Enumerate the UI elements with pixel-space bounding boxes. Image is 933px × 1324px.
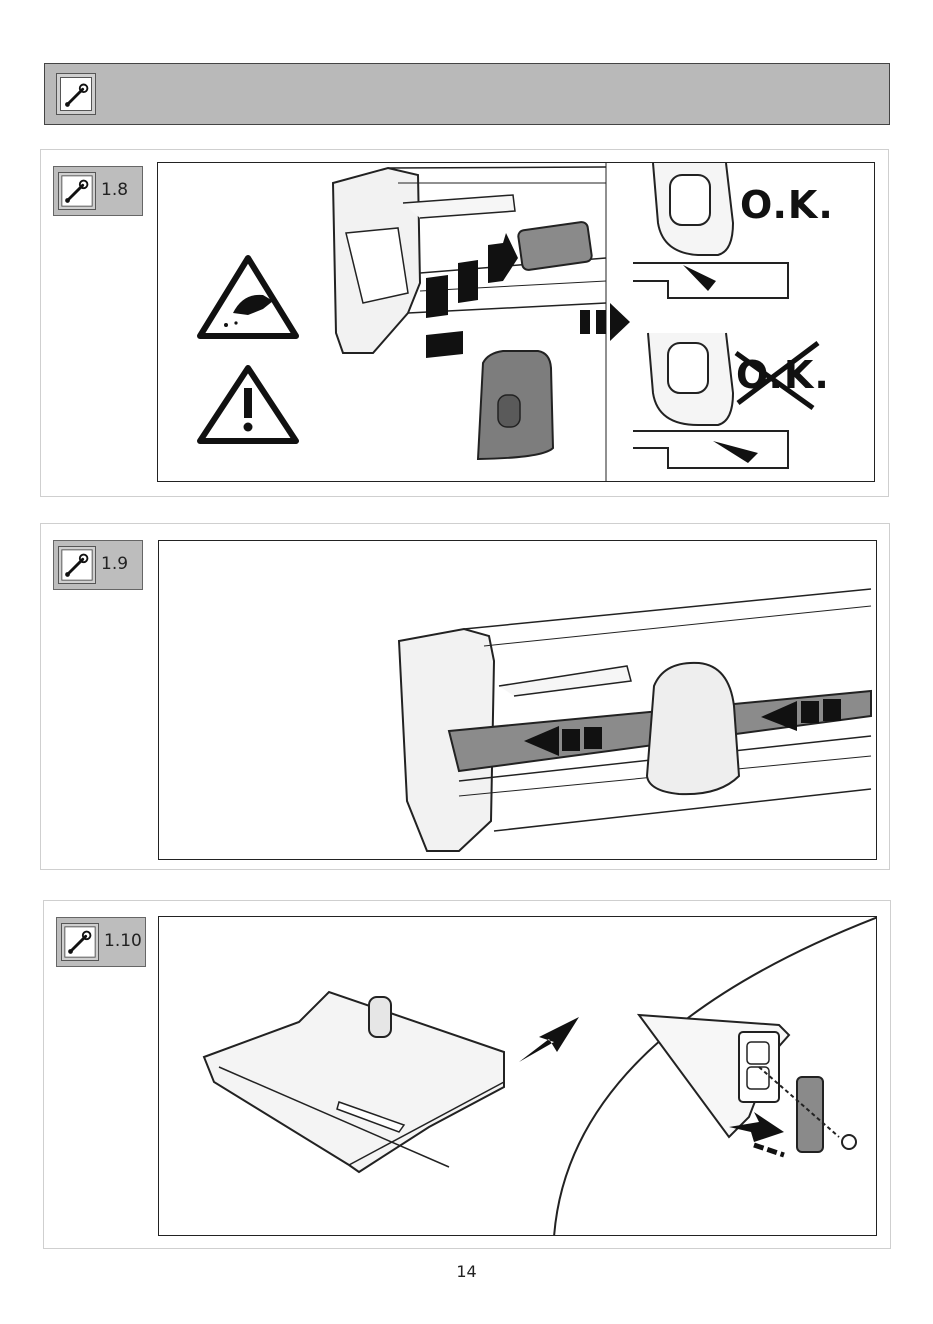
- ok-label: O.K.: [740, 183, 834, 227]
- end-cap-screw-illustration: [159, 917, 877, 1236]
- page-number: 14: [0, 1262, 933, 1281]
- exclamation-warning-icon: [200, 368, 296, 441]
- wrench-icon: [58, 172, 96, 210]
- cut-warning-icon: [200, 258, 296, 336]
- wrench-icon: [61, 923, 99, 961]
- step-badge: 1.8: [53, 166, 143, 216]
- step-1-10-panel: 1.10: [43, 900, 891, 1249]
- step-1-9-panel: 1.9: [40, 523, 890, 870]
- wrench-icon: [58, 546, 96, 584]
- step-number: 1.9: [101, 554, 128, 574]
- illustration-frame: O.K. O.K.: [157, 162, 875, 482]
- step-number: 1.10: [104, 931, 142, 951]
- section-header-bar: [44, 63, 890, 125]
- cutting-head-slide-illustration: [159, 541, 877, 860]
- illustration-frame: [158, 916, 877, 1236]
- step-badge: 1.9: [53, 540, 143, 590]
- not-ok-label: O.K.: [736, 353, 830, 397]
- step-number: 1.8: [101, 180, 128, 200]
- wrench-icon: [56, 73, 96, 115]
- illustration-frame: [158, 540, 877, 860]
- step-1-8-panel: 1.8: [40, 149, 889, 497]
- step-badge: 1.10: [56, 917, 146, 967]
